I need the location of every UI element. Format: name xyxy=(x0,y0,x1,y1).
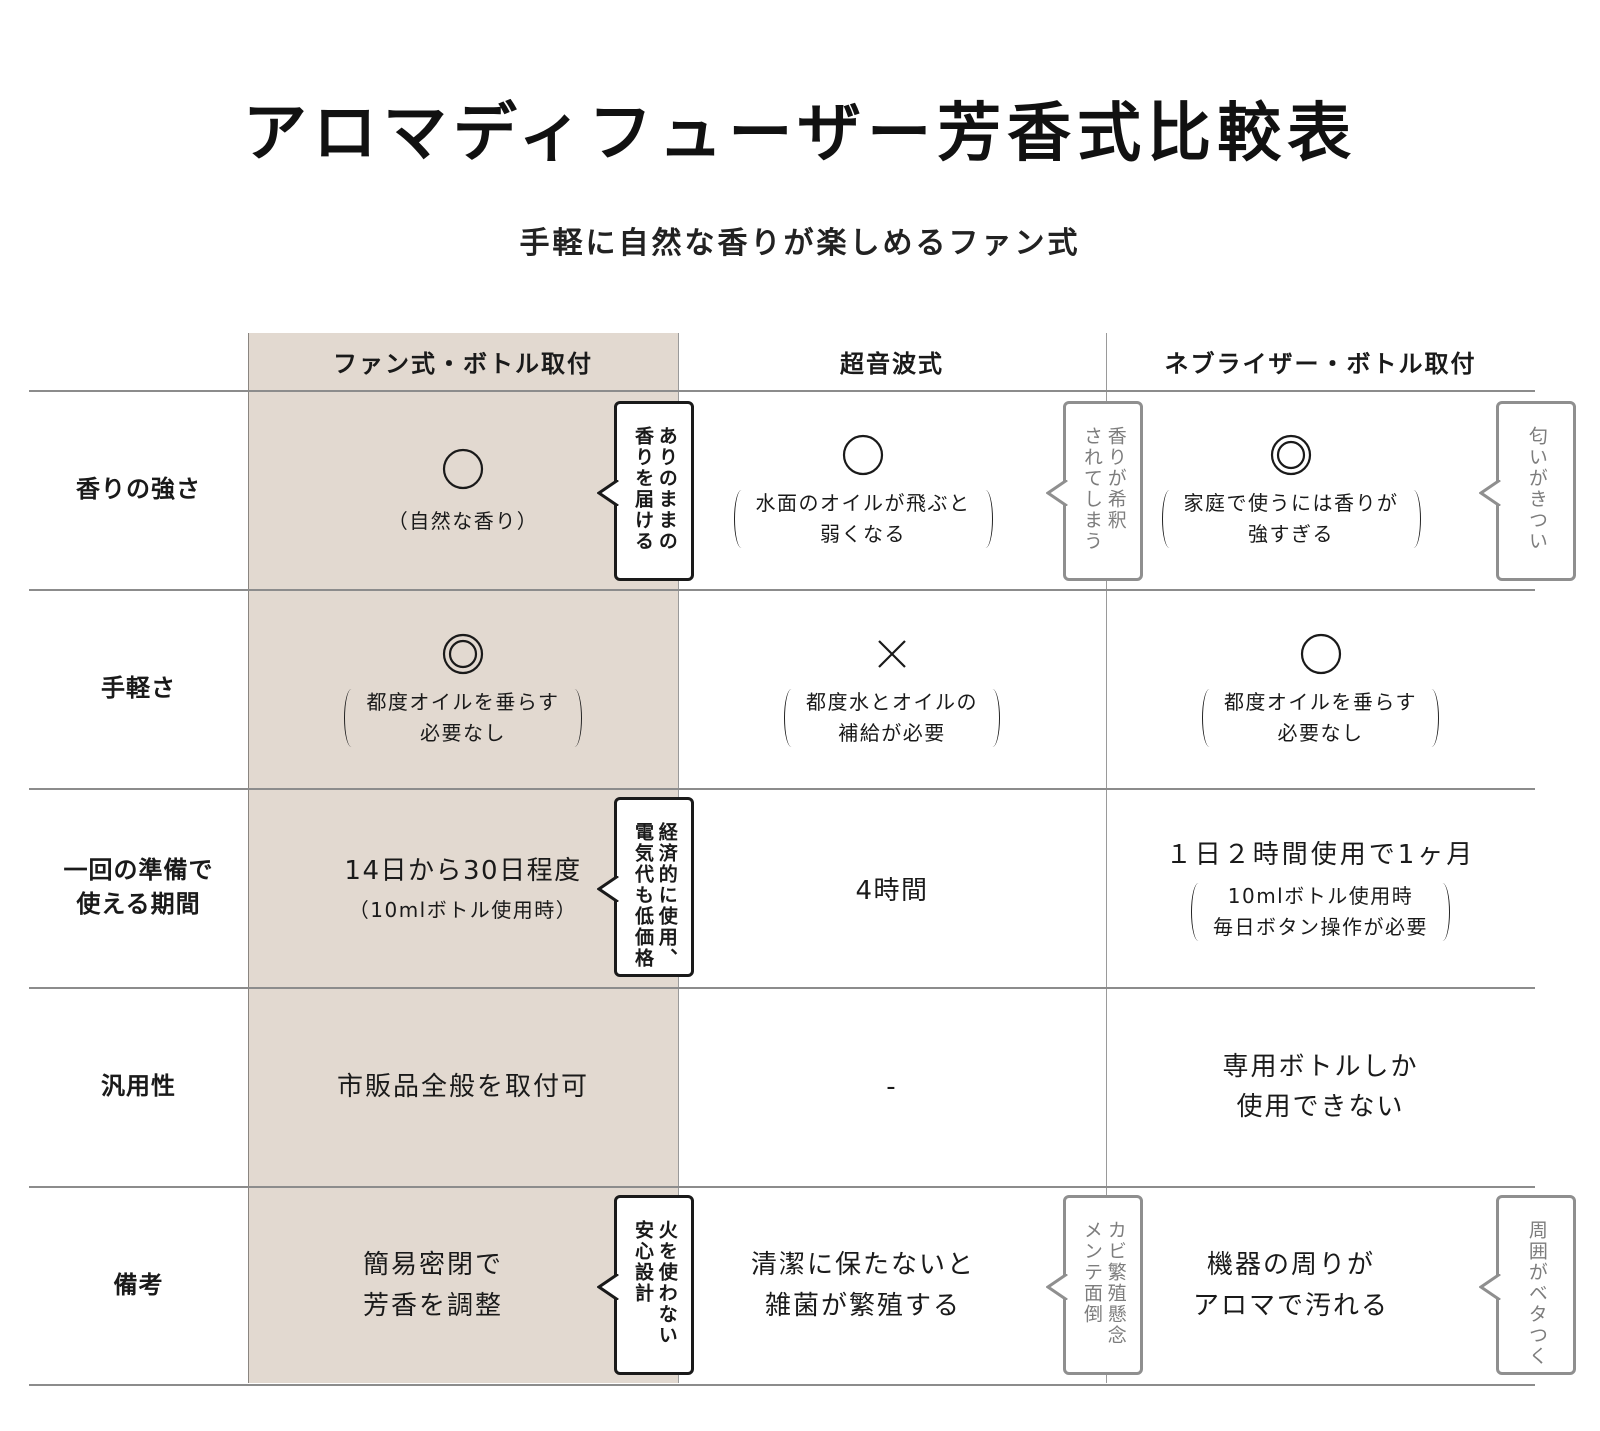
double-circle-icon xyxy=(1270,430,1312,480)
row-divider xyxy=(29,390,1535,392)
column-header-nebulizer: ネブライザー・ボトル取付 xyxy=(1164,350,1477,378)
cell-fan-versatility: 市販品全般を取付可 xyxy=(248,988,678,1186)
cell-fan-ease: 都度オイルを垂らす 必要なし xyxy=(248,590,678,788)
cell-main-text: - xyxy=(886,1071,898,1102)
column-header-fan: ファン式・ボトル取付 xyxy=(333,350,593,378)
cell-note: 都度水とオイルの 補給が必要 xyxy=(784,687,1000,749)
row-label-scent-strength: 香りの強さ xyxy=(76,475,201,504)
cell-note: 10mlボトル使用時 毎日ボタン操作が必要 xyxy=(1191,881,1450,943)
row-divider xyxy=(29,987,1535,989)
cell-note: （10mlボトル使用時） xyxy=(348,898,578,922)
bubble-text: 匂いがきつい xyxy=(1525,426,1548,552)
row-divider xyxy=(29,1384,1535,1386)
cell-nebulizer-remarks: 機器の周りが アロマで汚れる xyxy=(1106,1187,1476,1384)
double-circle-icon xyxy=(442,629,484,679)
row-divider xyxy=(29,1186,1535,1188)
circle-icon xyxy=(442,444,484,494)
cell-main-text: 簡易密閉で 芳香を調整 xyxy=(362,1250,503,1321)
cell-ultrasonic-ease: 都度水とオイルの 補給が必要 xyxy=(678,590,1106,788)
cell-ultrasonic-versatility: - xyxy=(678,988,1106,1186)
cell-fan-duration: 14日から30日程度 （10mlボトル使用時） xyxy=(248,789,678,987)
cell-fan-scent: （自然な香り） xyxy=(248,391,678,589)
cell-main-text: 専用ボトルしか 使用できない xyxy=(1222,1051,1419,1122)
cell-ultrasonic-remarks: 清潔に保たないと 雑菌が繁殖する xyxy=(678,1187,1048,1384)
speech-bubble: 匂いがきつい xyxy=(1479,401,1576,581)
speech-bubble: 香りが希釈 されてしまう xyxy=(1046,401,1143,581)
cell-main-text: 14日から30日程度 xyxy=(344,856,582,886)
bubble-text: 香りが希釈 されてしまう xyxy=(1081,426,1127,552)
bubble-text: 経済的に使用、 電気代も低価格 xyxy=(632,822,678,969)
cell-fan-remarks: 簡易密閉で 芳香を調整 xyxy=(248,1187,618,1384)
cell-main-text: 機器の周りが アロマで汚れる xyxy=(1192,1250,1389,1321)
page-title: アロマディフューザー芳香式比較表 xyxy=(242,96,1358,171)
highlighted-column-background xyxy=(248,333,678,1383)
speech-bubble: 周囲がベタつく xyxy=(1479,1195,1576,1375)
cell-note: 水面のオイルが飛ぶと 弱くなる xyxy=(733,488,993,550)
bubble-text: 火を使わない 安心設計 xyxy=(632,1220,678,1346)
cell-note: 家庭で使うには香りが 強すぎる xyxy=(1161,488,1421,550)
cell-nebulizer-ease: 都度オイルを垂らす 必要なし xyxy=(1106,590,1535,788)
row-label-remarks: 備考 xyxy=(113,1270,164,1299)
cell-main-text: 清潔に保たないと 雑菌が繁殖する xyxy=(750,1250,975,1321)
bubble-text: カビ繁殖懸念 メンテ面倒 xyxy=(1081,1220,1127,1346)
speech-bubble: 火を使わない 安心設計 xyxy=(597,1195,694,1375)
bubble-text: ありのままの 香りを届ける xyxy=(632,426,678,552)
row-label-versatility: 汎用性 xyxy=(101,1072,176,1101)
cell-note: 都度オイルを垂らす 必要なし xyxy=(344,687,582,749)
bubble-text: 周囲がベタつく xyxy=(1525,1220,1548,1367)
speech-bubble: ありのままの 香りを届ける xyxy=(597,401,694,581)
cell-main-text: 市販品全般を取付可 xyxy=(336,1071,589,1102)
cell-main-text: 4時間 xyxy=(855,875,929,906)
cell-note: 都度オイルを垂らす 必要なし xyxy=(1201,687,1440,749)
cell-ultrasonic-duration: 4時間 xyxy=(678,789,1106,987)
speech-bubble: 経済的に使用、 電気代も低価格 xyxy=(597,797,694,977)
cell-main-text: １日２時間使用で1ヶ月 xyxy=(1165,839,1476,870)
cell-nebulizer-scent: 家庭で使うには香りが 強すぎる xyxy=(1106,391,1476,589)
circle-icon xyxy=(1300,629,1342,679)
cell-note: （自然な香り） xyxy=(387,508,539,533)
row-label-ease: 手軽さ xyxy=(101,674,176,703)
cell-nebulizer-duration: １日２時間使用で1ヶ月 10mlボトル使用時 毎日ボタン操作が必要 xyxy=(1106,789,1535,987)
cross-icon xyxy=(875,629,909,679)
row-divider xyxy=(29,589,1535,591)
row-label-duration: 一回の準備で 使える期間 xyxy=(63,856,214,918)
circle-icon xyxy=(842,430,884,480)
column-divider xyxy=(1106,333,1107,1383)
row-divider xyxy=(29,788,1535,790)
column-header-ultrasonic: 超音波式 xyxy=(840,350,944,378)
cell-nebulizer-versatility: 専用ボトルしか 使用できない xyxy=(1106,988,1535,1186)
speech-bubble: カビ繁殖懸念 メンテ面倒 xyxy=(1046,1195,1143,1375)
cell-ultrasonic-scent: 水面のオイルが飛ぶと 弱くなる xyxy=(678,391,1048,589)
page-subtitle: 手軽に自然な香りが楽しめるファン式 xyxy=(519,226,1081,261)
